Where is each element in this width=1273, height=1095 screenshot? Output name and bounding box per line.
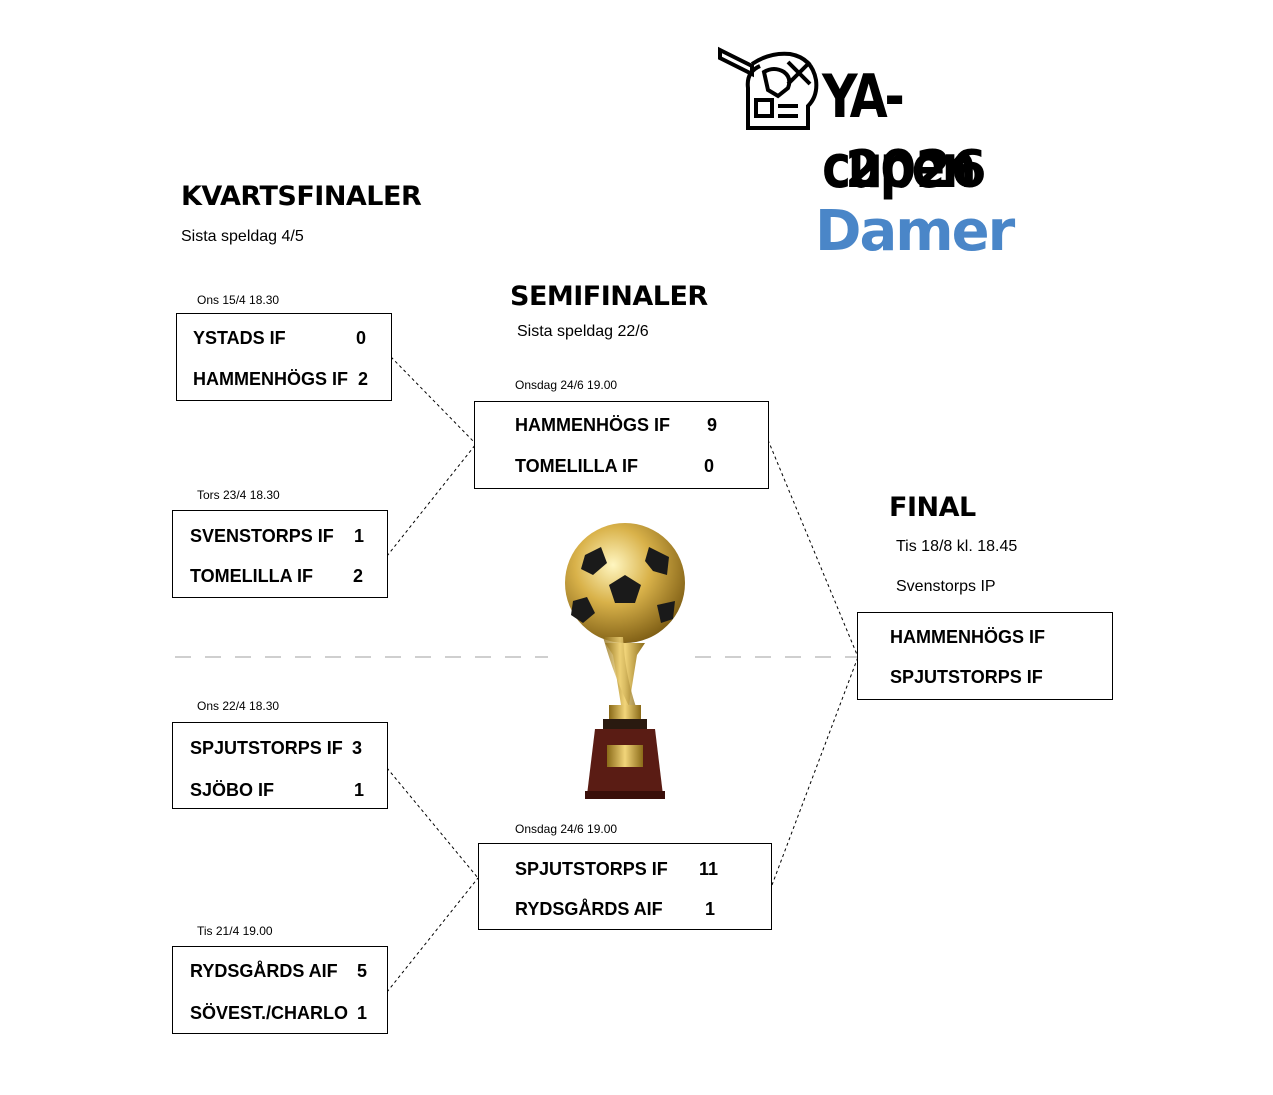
final-title: FINAL bbox=[889, 492, 976, 523]
qf3-match-box: SPJUTSTORPS IF 3 SJÖBO IF 1 bbox=[172, 722, 388, 809]
qf2-away-team: TOMELILLA IF bbox=[190, 566, 313, 586]
connector-sf2-final bbox=[771, 656, 859, 886]
quarterfinals-title: KVARTSFINALER bbox=[181, 181, 422, 212]
horn-fan-icon bbox=[718, 46, 819, 130]
connector-sf1-final bbox=[767, 439, 859, 658]
category-title: Damer bbox=[815, 199, 1015, 264]
qf2-home-team: SVENSTORPS IF bbox=[190, 526, 334, 546]
connector-qf4-sf2 bbox=[386, 877, 479, 993]
qf1-date: Ons 15/4 18.30 bbox=[197, 293, 280, 307]
sf2-match-box: SPJUTSTORPS IF 11 RYDSGÅRDS AIF 1 bbox=[478, 843, 772, 930]
qf2-away-score: 2 bbox=[353, 566, 364, 586]
connector-qf1-sf1 bbox=[390, 356, 477, 445]
qf4-date: Tis 21/4 19.00 bbox=[197, 924, 273, 938]
qf3-away-team: SJÖBO IF bbox=[190, 780, 275, 800]
qf4-match-box: RYDSGÅRDS AIF 5 SÖVEST./CHARLO 1 bbox=[172, 946, 388, 1034]
qf2-date: Tors 23/4 18.30 bbox=[197, 488, 280, 502]
sf1-away-team: TOMELILLA IF bbox=[515, 456, 638, 476]
qf1-home-score: 0 bbox=[356, 328, 367, 348]
final-home-team: HAMMENHÖGS IF bbox=[890, 627, 1045, 647]
qf1-home-team: YSTADS IF bbox=[193, 328, 286, 348]
qf3-home-score: 3 bbox=[352, 738, 363, 758]
logo-text: YA-cupen bbox=[822, 62, 977, 202]
qf2-match-box: SVENSTORPS IF 1 TOMELILLA IF 2 bbox=[172, 510, 388, 598]
sf1-match-box: HAMMENHÖGS IF 9 TOMELILLA IF 0 bbox=[474, 401, 769, 489]
qf4-away-team: SÖVEST./CHARLO bbox=[190, 1003, 349, 1023]
qf3-home-team: SPJUTSTORPS IF bbox=[190, 738, 343, 758]
qf1-away-score: 2 bbox=[358, 369, 369, 389]
qf3-away-score: 1 bbox=[354, 780, 365, 800]
connector-qf2-sf1 bbox=[386, 443, 477, 557]
qf4-home-team: RYDSGÅRDS AIF bbox=[190, 961, 338, 981]
qf3-date: Ons 22/4 18.30 bbox=[197, 699, 280, 713]
qf4-home-score: 5 bbox=[357, 961, 368, 981]
final-date: Tis 18/8 kl. 18.45 bbox=[896, 538, 1018, 555]
sf1-home-score: 9 bbox=[707, 415, 718, 435]
sf2-home-team: SPJUTSTORPS IF bbox=[515, 859, 668, 879]
sf1-home-team: HAMMENHÖGS IF bbox=[515, 415, 670, 435]
semifinals-subtitle: Sista speldag 22/6 bbox=[517, 323, 649, 340]
final-away-team: SPJUTSTORPS IF bbox=[890, 667, 1043, 687]
ya-logo: YA-cupen bbox=[712, 44, 1052, 202]
year-title: 2026 bbox=[845, 140, 987, 200]
qf1-match-box: YSTADS IF 0 HAMMENHÖGS IF 2 bbox=[176, 313, 392, 401]
semifinals-title: SEMIFINALER bbox=[510, 281, 708, 312]
sf1-date: Onsdag 24/6 19.00 bbox=[515, 378, 618, 392]
final-venue: Svenstorps IP bbox=[896, 578, 996, 595]
qf4-away-score: 1 bbox=[357, 1003, 368, 1023]
sf1-away-score: 0 bbox=[704, 456, 715, 476]
qf1-away-team: HAMMENHÖGS IF bbox=[193, 369, 348, 389]
quarterfinals-subtitle: Sista speldag 4/5 bbox=[181, 228, 304, 245]
trophy-image bbox=[565, 523, 685, 799]
sf2-away-score: 1 bbox=[705, 899, 716, 919]
sf2-date: Onsdag 24/6 19.00 bbox=[515, 822, 618, 836]
final-match-box: HAMMENHÖGS IF SPJUTSTORPS IF bbox=[857, 612, 1113, 700]
qf2-home-score: 1 bbox=[354, 526, 365, 546]
connector-qf3-sf2 bbox=[386, 767, 479, 879]
sf2-home-score: 11 bbox=[699, 859, 719, 879]
sf2-away-team: RYDSGÅRDS AIF bbox=[515, 899, 663, 919]
